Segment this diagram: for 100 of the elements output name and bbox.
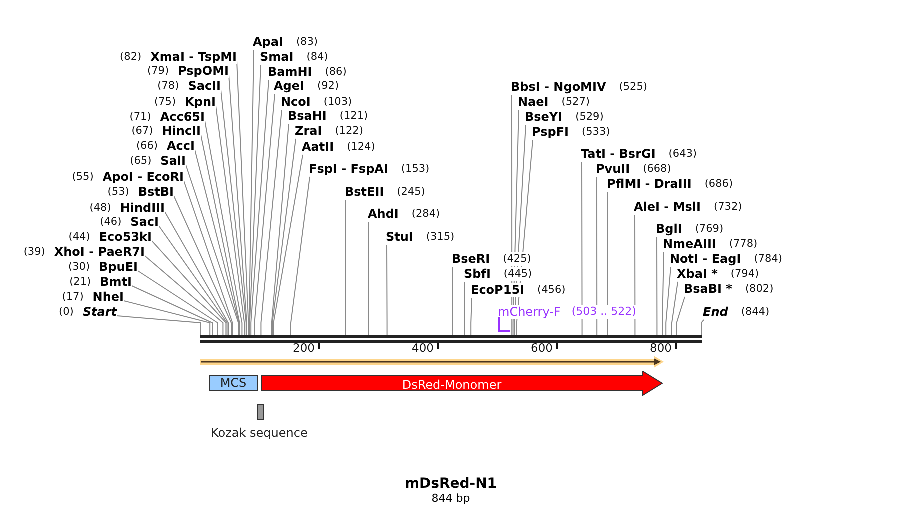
site-position: (67)	[132, 124, 154, 138]
leader-line	[272, 138, 296, 336]
enzyme-name: PspFI	[532, 125, 569, 139]
leader-line	[164, 212, 229, 336]
leader-line	[249, 64, 262, 336]
leader-line	[132, 286, 213, 336]
leader-line	[701, 320, 704, 336]
enzyme-name: AleI - MslI	[634, 200, 702, 214]
site-position: (686)	[704, 177, 734, 191]
enzyme-name: SalI	[160, 154, 186, 168]
enzyme-name: NmeAIII	[663, 237, 716, 251]
leader-line	[368, 222, 370, 336]
leader-line	[184, 180, 234, 336]
leader-line	[174, 196, 232, 336]
site-position: (83)	[296, 35, 318, 49]
leader-line	[345, 200, 346, 336]
site-position: (17)	[62, 290, 84, 304]
enzyme-name: SmaI	[260, 50, 294, 64]
site-position: (21)	[70, 275, 92, 289]
enzyme-name: NotI - EagI	[670, 252, 742, 266]
leader-line	[200, 134, 240, 336]
enzyme-name: Acc65I	[160, 110, 205, 124]
map-title: mDsRed-N1	[404, 476, 498, 492]
sequence-backbone	[200, 335, 702, 343]
site-position: (84)	[306, 50, 328, 64]
site-position: (668)	[643, 162, 672, 176]
enzyme-name: AccI	[167, 139, 195, 153]
site-position: (445)	[504, 267, 532, 281]
site-position: (103)	[324, 95, 352, 109]
leader-line	[152, 240, 227, 336]
enzyme-name: BpuEI	[99, 260, 138, 274]
enzyme-name: XhoI - PaeR7I	[54, 245, 145, 259]
leader-line	[186, 164, 240, 336]
leader-line	[250, 80, 270, 336]
site-position: (53)	[108, 185, 130, 199]
enzyme-name: SacI	[130, 215, 159, 229]
enzyme-name: PflMI - DraIII	[607, 177, 692, 191]
enzyme-name: BbsI - NgoMIV	[511, 80, 606, 94]
enzyme-name: ZraI	[295, 124, 322, 138]
leader-line	[116, 316, 202, 336]
site-position: (844)	[741, 305, 770, 319]
site-position: (0)	[58, 305, 74, 319]
leader-line	[596, 176, 598, 336]
sequence-end-label: End	[703, 305, 728, 319]
site-position: (778)	[729, 237, 758, 251]
scale-label: 200	[293, 341, 315, 355]
enzyme-name: AhdI	[368, 207, 399, 221]
enzyme-name: HindIII	[120, 201, 165, 215]
leader-line	[662, 252, 664, 336]
enzyme-name: BseYI	[525, 110, 563, 124]
site-position: (794)	[730, 267, 760, 281]
site-position: (39)	[24, 245, 46, 259]
leader-line	[271, 124, 290, 336]
scale-label: 400	[412, 341, 434, 355]
site-position: (82)	[120, 50, 142, 64]
leader-line	[273, 154, 304, 336]
enzyme-name: BmtI	[100, 275, 132, 289]
site-position: (48)	[90, 201, 112, 215]
site-position: (784)	[754, 252, 782, 266]
enzyme-name: NheI	[92, 290, 124, 304]
enzyme-name: ApaI	[253, 35, 284, 49]
primer-label: mCherry-F	[498, 305, 561, 319]
site-position: (79)	[148, 64, 170, 78]
enzyme-name: BamHI	[268, 65, 312, 79]
site-position: (643)	[668, 147, 698, 161]
feature-label: Kozak sequence	[211, 426, 308, 440]
sequence-end-label: Start	[82, 305, 117, 319]
leader-line	[260, 110, 282, 336]
site-position: (456)	[538, 283, 566, 297]
leader-line	[452, 266, 454, 336]
leader-line	[290, 176, 310, 336]
enzyme-name: AatII	[302, 140, 334, 154]
site-position: (315)	[426, 230, 455, 244]
leader-line	[386, 244, 388, 336]
site-position: (121)	[340, 109, 368, 123]
enzyme-name: HincII	[162, 124, 201, 138]
site-position: (65)	[130, 154, 152, 168]
enzyme-name: XbaI *	[677, 267, 718, 281]
enzyme-name: BstBI	[138, 185, 174, 199]
leader-line	[676, 296, 686, 336]
enzyme-name: FspI - FspAI	[309, 162, 388, 176]
site-position: (122)	[335, 124, 364, 138]
site-position: (425)	[503, 252, 532, 266]
leader-line	[194, 150, 240, 336]
enzyme-name: TatI - BsrGI	[581, 147, 656, 161]
feature-box	[257, 404, 264, 420]
sequence-length: 844 bp	[432, 492, 470, 505]
enzyme-name: AgeI	[274, 79, 304, 93]
leader-line	[158, 226, 228, 336]
enzyme-name: XmaI - TspMI	[150, 50, 237, 64]
leader-line	[672, 282, 678, 336]
enzyme-name: EcoP15I	[471, 283, 525, 297]
site-position: (802)	[745, 282, 774, 296]
site-position: (533)	[582, 125, 610, 139]
site-position: (284)	[412, 207, 440, 221]
leader-line	[138, 270, 218, 336]
enzyme-name: ApoI - EcoRI	[102, 170, 184, 184]
enzyme-name: PvuII	[596, 162, 630, 176]
site-position: (124)	[347, 140, 376, 154]
enzyme-name: BstEII	[345, 185, 384, 199]
